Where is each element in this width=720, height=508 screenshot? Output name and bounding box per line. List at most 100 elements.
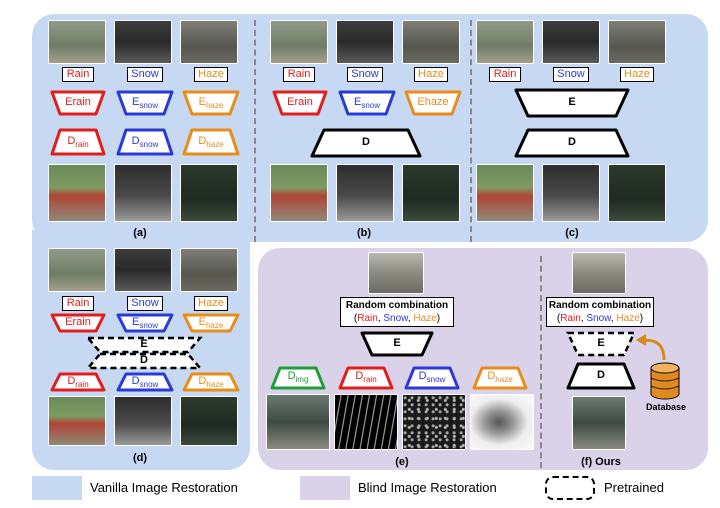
decoder-snow-sub-e: snow <box>426 375 446 385</box>
encoder-snow-a: Esnow <box>116 90 174 116</box>
random-combination-box-f: Random combination (Rain, Snow, Haze) <box>546 297 654 327</box>
decoder-rain-a: Drain <box>50 128 106 156</box>
decoder-snow-label-e: D <box>418 370 427 382</box>
pretrained-encoder-label-f: E <box>597 337 605 349</box>
legend-vanilla-label: Vanilla Image Restoration <box>90 480 238 495</box>
rc-rain-e: Rain <box>357 313 378 324</box>
input-haze-image-d <box>180 248 238 292</box>
output-snow-image-d <box>114 396 172 446</box>
haze-tag-c: Haze <box>620 67 654 82</box>
legend-blind-label: Blind Image Restoration <box>358 480 497 495</box>
rc-close-f: ) <box>639 313 644 324</box>
input-image-e <box>368 252 424 294</box>
encoder-rain-label-d: Erain <box>65 316 91 328</box>
decoder-rain-sub-a: rain <box>75 140 89 150</box>
input-image-f <box>572 252 626 294</box>
rc-c2-e: , <box>407 313 414 324</box>
output-snow-image-a <box>114 164 172 222</box>
output-rain-image-b <box>270 164 328 222</box>
output-haze-layer-e <box>470 394 534 450</box>
encoder-rain-b: Erain <box>272 90 328 116</box>
separator-ab <box>254 20 256 242</box>
input-rain-image-b <box>270 20 328 64</box>
panel-label-d: (d) <box>132 452 148 464</box>
decoder-rain-label-d: D <box>67 375 76 387</box>
decoder-snow-label-d: D <box>131 375 140 387</box>
pretrained-encoder-d: E <box>85 336 203 354</box>
encoder-e: E <box>360 331 434 357</box>
input-haze-image-a <box>180 20 238 64</box>
decoder-haze-sub-e: haze <box>495 375 513 385</box>
input-snow-image-b <box>336 20 394 64</box>
output-snow-layer-e <box>402 394 466 450</box>
pretrained-encoder-f: E <box>566 331 636 357</box>
decoder-img-label-e: D <box>287 370 296 382</box>
database-icon <box>650 362 680 400</box>
encoder-snow-sub-b: snow <box>361 101 381 111</box>
decoder-haze-d: Dhaze <box>182 372 240 392</box>
input-rain-image-a <box>48 20 106 64</box>
decoder-haze-label-a: D <box>198 135 207 147</box>
decoder-shared-label-b: D <box>362 136 370 148</box>
rc-c1-e: , <box>377 313 384 324</box>
legend-vanilla-swatch <box>32 476 82 500</box>
input-rain-image-c <box>476 20 534 64</box>
decoder-haze-sub-a: haze <box>206 140 224 150</box>
snow-tag-d: Snow <box>127 296 163 311</box>
haze-tag-d: Haze <box>194 296 228 311</box>
output-rain-image-c <box>476 164 534 222</box>
encoder-shared-label-c: E <box>568 96 576 108</box>
output-snow-image-b <box>336 164 394 222</box>
decoder-haze-label-d: D <box>198 375 207 387</box>
decoder-shared-b: D <box>310 128 422 158</box>
encoder-snow-sub-a: snow <box>139 101 159 111</box>
decoder-rain-d: Drain <box>50 372 106 392</box>
decoder-rain-sub-d: rain <box>75 380 89 390</box>
encoder-haze-a: Ehaze <box>182 90 240 116</box>
random-combination-title-e: Random combination <box>345 300 449 311</box>
output-haze-image-a <box>180 164 238 222</box>
separator-bc <box>470 20 472 242</box>
decoder-img-sub-e: img <box>295 375 309 385</box>
panel-label-e: (e) <box>395 456 409 468</box>
pretrained-decoder-label-d: D <box>140 354 148 366</box>
decoder-snow-d: Dsnow <box>116 372 174 392</box>
haze-tag-a: Haze <box>194 67 228 82</box>
input-haze-image-b <box>402 20 460 64</box>
encoder-haze-d: Ehaze <box>182 313 240 333</box>
encoder-snow-label-a: E <box>131 96 140 108</box>
encoder-snow-label-b: E <box>353 96 362 108</box>
output-rain-image-d <box>48 396 106 446</box>
output-clean-image-e <box>266 394 330 450</box>
input-snow-image-d <box>114 248 172 292</box>
decoder-haze-sub-d: haze <box>206 380 224 390</box>
rc-close-e: ) <box>436 313 441 324</box>
input-snow-image-a <box>114 20 172 64</box>
decoder-snow-label-a: D <box>131 135 140 147</box>
haze-tag-b: Haze <box>414 67 448 82</box>
decoder-rain-e: Drain <box>338 366 394 390</box>
decoder-shared-label-c: D <box>568 136 576 148</box>
output-rain-image-a <box>48 164 106 222</box>
snow-tag-a: Snow <box>127 67 163 82</box>
encoder-shared-c: E <box>514 88 630 118</box>
encoder-rain-a: Erain <box>50 90 106 116</box>
output-snow-image-c <box>542 164 600 222</box>
encoder-haze-sub-a: haze <box>205 101 224 111</box>
encoder-haze-b: Ehaze <box>404 90 462 116</box>
decoder-f: D <box>566 362 636 390</box>
output-rain-layer-e <box>334 394 398 450</box>
encoder-snow-label-d: E <box>131 316 140 328</box>
panel-label-a: (a) <box>133 227 147 239</box>
decoder-img-e: Dimg <box>270 366 326 390</box>
rc-c1-f: , <box>580 313 587 324</box>
rain-tag-a: Rain <box>62 67 94 82</box>
decoder-shared-c: D <box>514 128 630 158</box>
legend-pretrained-swatch <box>545 476 595 500</box>
rc-c2-f: , <box>610 313 617 324</box>
output-image-f <box>572 396 626 450</box>
encoder-rain-label-b: Erain <box>287 96 313 108</box>
output-haze-image-c <box>608 164 666 222</box>
pretrained-encoder-label-d: E <box>140 338 148 350</box>
encoder-rain-label-a: Erain <box>65 96 91 108</box>
